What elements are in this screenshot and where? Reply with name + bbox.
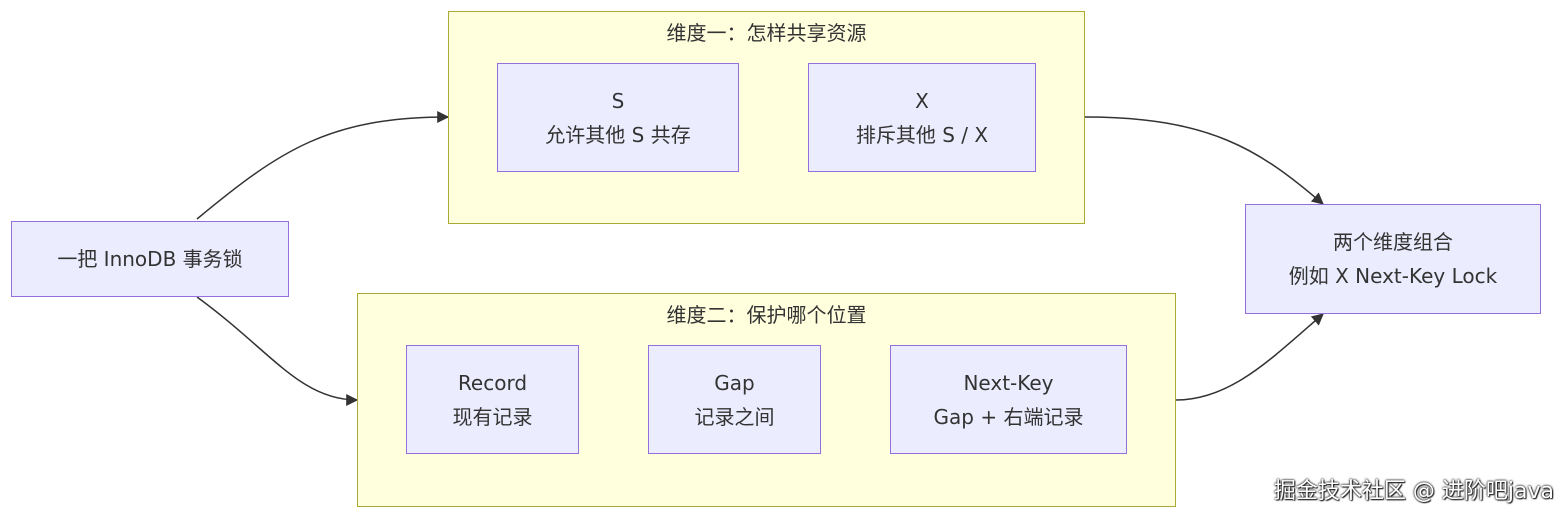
start-node: 一把 InnoDB 事务锁 (11, 221, 289, 297)
node-record-lock-desc: 现有记录 (452, 404, 533, 429)
group-lock-range-title: 维度二：保护哪个位置 (666, 303, 867, 327)
node-record-lock: Record 现有记录 (406, 345, 579, 454)
node-next-key-lock-name: Next-Key (963, 370, 1054, 395)
node-shared-lock-name: S (611, 88, 625, 113)
node-gap-lock-name: Gap (714, 370, 755, 395)
end-node-line1: 两个维度组合 (1333, 230, 1453, 254)
node-next-key-lock-desc: Gap + 右端记录 (933, 404, 1084, 429)
watermark: 掘金技术社区 @ 进阶吧java (1273, 479, 1554, 504)
node-shared-lock-desc: 允许其他 S 共存 (545, 122, 691, 147)
edge-start-to-mode (196, 111, 450, 220)
node-exclusive-lock-name: X (915, 88, 929, 113)
end-node-line2: 例如 X Next-Key Lock (1288, 264, 1498, 288)
node-shared-lock: S 允许其他 S 共存 (497, 63, 739, 172)
node-exclusive-lock-desc: 排斥其他 S / X (855, 122, 989, 147)
group-share-mode-title: 维度一：怎样共享资源 (666, 21, 867, 45)
end-node: 两个维度组合 例如 X Next-Key Lock (1245, 204, 1541, 314)
edge-start-to-range (196, 296, 359, 406)
node-gap-lock-desc: 记录之间 (694, 404, 775, 429)
node-exclusive-lock: X 排斥其他 S / X (808, 63, 1036, 172)
node-record-lock-name: Record (457, 370, 528, 395)
node-gap-lock: Gap 记录之间 (648, 345, 821, 454)
edge-mode-to-end (1084, 116, 1324, 205)
start-node-label: 一把 InnoDB 事务锁 (57, 247, 243, 271)
edge-range-to-end (1175, 313, 1324, 401)
node-next-key-lock: Next-Key Gap + 右端记录 (890, 345, 1127, 454)
